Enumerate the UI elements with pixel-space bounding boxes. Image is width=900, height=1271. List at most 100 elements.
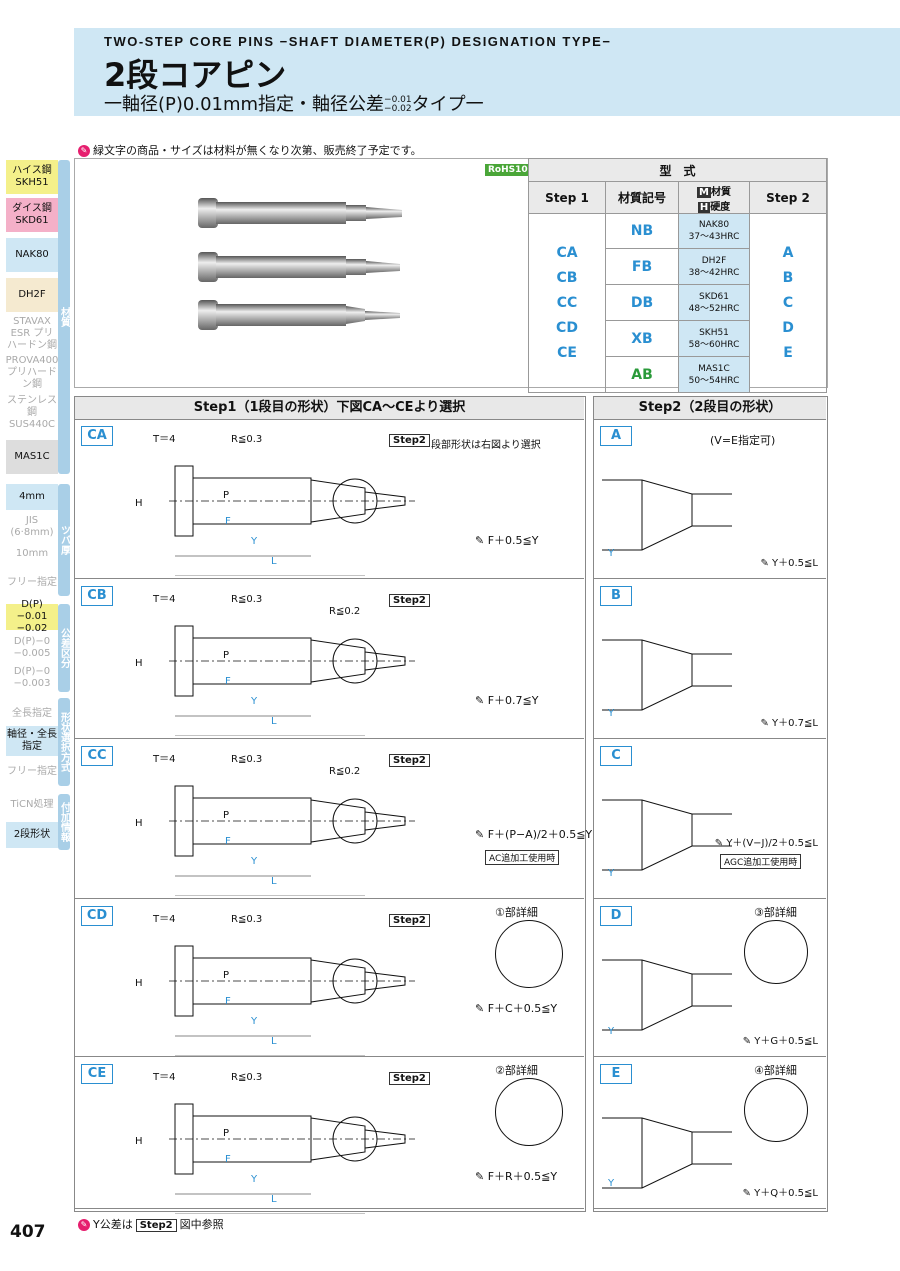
dim-t: T＝4 <box>153 594 176 605</box>
sidebar-item-flange-free[interactable]: フリー指定 <box>7 577 57 588</box>
sidebar-item-tol-2[interactable]: D(P)−0 −0.005 <box>13 636 51 659</box>
step2-panel-a: A(V=E指定可)Y✎ Y＋0.5≦L <box>594 420 826 579</box>
dim-t: T＝4 <box>153 914 176 925</box>
dim-p: P <box>223 650 230 661</box>
agc-note: AC追加工使用時 <box>485 850 560 865</box>
pin-3 <box>198 300 400 330</box>
pin-drawing <box>169 945 415 1056</box>
dim-f: F <box>225 996 231 1007</box>
dim-t: T＝4 <box>153 434 176 445</box>
step2-box <box>593 396 828 1212</box>
english-title: TWO-STEP CORE PINS −SHAFT DIAMETER(P) DE… <box>104 34 612 49</box>
dim-y: Y <box>251 536 258 547</box>
pin-drawing <box>169 465 415 576</box>
dim-h: H <box>135 818 143 829</box>
code-fb[interactable]: FB <box>605 248 679 285</box>
col-step1: Step 1 <box>528 181 606 214</box>
sidebar-item-ticn[interactable]: TiCN処理 <box>10 799 54 810</box>
sidebar-item-stavax[interactable]: STAVAX ESR プリハードン鋼 <box>7 316 57 351</box>
dim-r03: R≦0.3 <box>231 914 263 925</box>
header-banner: TWO-STEP CORE PINS −SHAFT DIAMETER(P) DE… <box>74 28 900 116</box>
note: (V=E指定可) <box>710 434 776 447</box>
dim-r02: R≦0.2 <box>329 766 361 777</box>
formula: ✎ F＋C＋0.5≦Y <box>475 1002 558 1015</box>
pin-2 <box>198 252 400 282</box>
dim-r03: R≦0.3 <box>231 434 263 445</box>
detail-label: ②部詳細 <box>495 1064 538 1077</box>
pin-drawing <box>169 1103 415 1214</box>
formula: ✎ Y＋(V−J)/2＋0.5≦L <box>714 838 818 849</box>
pin-1 <box>198 198 402 228</box>
sidebar-item-skh51[interactable]: ハイス鋼 SKH51 <box>6 160 58 194</box>
step2-panel-b: B Y ✎ Y＋0.7≦L <box>594 580 826 739</box>
sidebar-item-shaft-length[interactable]: 軸径・全長 指定 <box>6 726 58 756</box>
dim-y: Y <box>608 708 615 719</box>
code-xb[interactable]: XB <box>605 320 679 357</box>
dim-r02: R≦0.2 <box>329 606 361 617</box>
sidebar-item-4mm[interactable]: 4mm <box>6 484 58 510</box>
sidebar-item-tol-3[interactable]: D(P)−0 −0.003 <box>13 666 51 689</box>
dim-y: Y <box>251 1016 258 1027</box>
dim-f: F <box>225 676 231 687</box>
sidebar-item-tol-1[interactable]: D(P)−0.01 −0.02 <box>6 599 58 634</box>
sidebar-item-nak80[interactable]: NAK80 <box>6 238 58 272</box>
detail-circle <box>495 1078 563 1146</box>
formula: ✎ Y＋0.7≦L <box>760 718 818 729</box>
sidebar-item-dh2f[interactable]: DH2F <box>6 278 58 312</box>
dim-h: H <box>135 1136 143 1147</box>
dim-r03: R≦0.3 <box>231 1072 263 1083</box>
dim-l: L <box>271 1036 277 1047</box>
panel-label: CB <box>81 586 113 606</box>
sidebar-item-mas1c[interactable]: MAS1C <box>6 440 58 474</box>
sidebar-item-sus440c[interactable]: ステンレス鋼 SUS440C <box>7 395 57 430</box>
subtitle: 一軸径(P)0.01mm指定・軸径公差−0.01−0.02タイプ一 <box>104 94 484 115</box>
sidebar-item-jis[interactable]: JIS (6·8mm) <box>10 515 54 538</box>
dim-f: F <box>225 516 231 527</box>
tolerance-tab: 公差区分 <box>58 604 70 692</box>
dim-l: L <box>271 1194 277 1205</box>
dim-y: Y <box>608 548 615 559</box>
panel-label: D <box>600 906 632 926</box>
dim-p: P <box>223 810 230 821</box>
detail-label: ④部詳細 <box>754 1064 797 1077</box>
formula: ✎ F＋0.7≦Y <box>475 694 539 707</box>
panel-label: B <box>600 586 632 606</box>
product-overview <box>74 158 828 388</box>
step2-tag: Step2 <box>389 754 430 767</box>
code-db[interactable]: DB <box>605 284 679 321</box>
sidebar-item-2step[interactable]: 2段形状 <box>6 822 58 848</box>
panel-label: E <box>600 1064 632 1084</box>
dim-p: P <box>223 970 230 981</box>
formula: ✎ F＋R＋0.5≦Y <box>475 1170 558 1183</box>
panel-label: CC <box>81 746 113 766</box>
product-photo <box>198 198 402 330</box>
sidebar-item-length[interactable]: 全長指定 <box>12 708 52 719</box>
dim-r03: R≦0.3 <box>231 594 263 605</box>
code-nb[interactable]: NB <box>605 213 679 249</box>
dim-r03: R≦0.3 <box>231 754 263 765</box>
tip-drawing <box>602 479 732 551</box>
step2-tag: Step2 <box>389 1072 430 1085</box>
page-number: 407 <box>10 1222 46 1242</box>
dim-p: P <box>223 490 230 501</box>
sidebar-item-prova400[interactable]: PROVA400 プリハードン鋼 <box>5 355 59 390</box>
code-ab[interactable]: AB <box>605 356 679 393</box>
panel-label: CD <box>81 906 113 926</box>
agc-note: AGC追加工使用時 <box>720 854 802 869</box>
sidebar-item-shape-free[interactable]: フリー指定 <box>7 766 57 777</box>
sidebar-item-10mm[interactable]: 10mm <box>15 548 49 559</box>
dim-y: Y <box>608 1178 615 1189</box>
japanese-title: 2段コアピン <box>104 56 287 94</box>
sidebar-item-skd61[interactable]: ダイス鋼 SKD61 <box>6 198 58 232</box>
